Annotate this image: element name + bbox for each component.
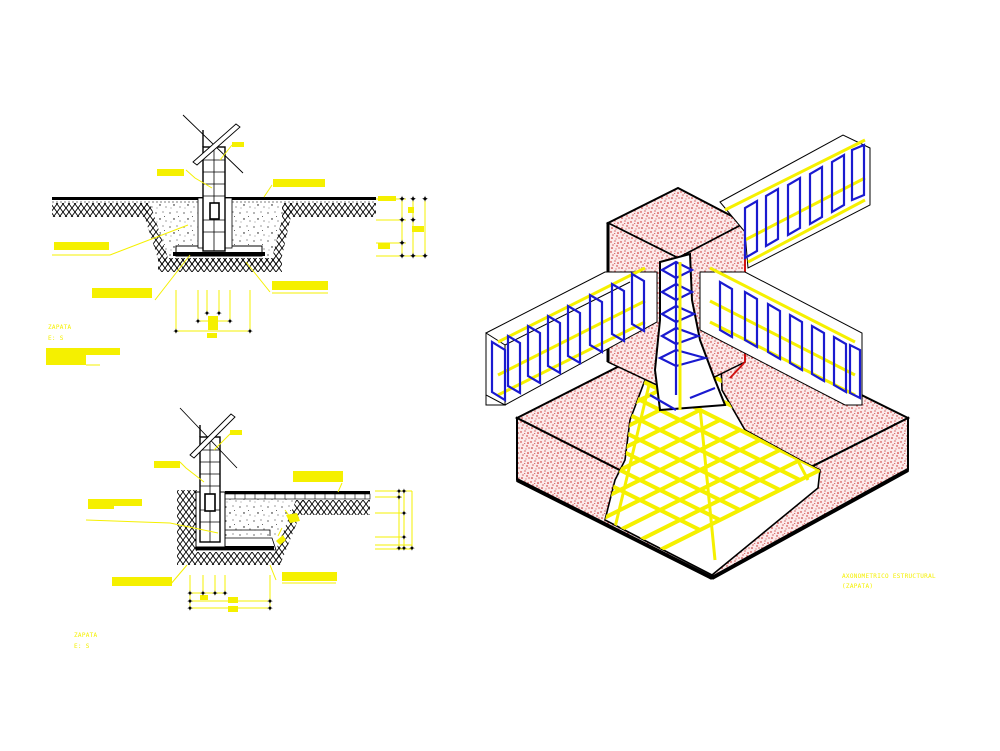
svg-text:✦: ✦ <box>398 216 406 226</box>
section-a-title: ZAPATA <box>48 324 72 331</box>
svg-text:✦: ✦ <box>396 544 403 553</box>
svg-text:✦: ✦ <box>421 195 429 205</box>
svg-text:✦: ✦ <box>409 544 416 553</box>
svg-text:✦: ✦ <box>227 317 234 326</box>
svg-text:✦: ✦ <box>222 589 229 598</box>
axonometric-subtitle: (ZAPATA) <box>842 583 874 590</box>
svg-text:✦: ✦ <box>396 487 403 496</box>
svg-text:✦: ✦ <box>204 309 211 318</box>
svg-text:✦: ✦ <box>396 493 403 502</box>
svg-text:✦: ✦ <box>409 216 417 226</box>
axonometric-drawing <box>485 134 911 580</box>
svg-text:✦: ✦ <box>247 327 254 336</box>
svg-text:✦: ✦ <box>173 327 180 336</box>
svg-text:✦: ✦ <box>409 252 417 262</box>
svg-text:✦: ✦ <box>267 597 274 606</box>
svg-text:✦: ✦ <box>195 317 202 326</box>
svg-text:✦: ✦ <box>401 509 408 518</box>
section-a-scale: E: S <box>48 335 64 342</box>
svg-text:✦: ✦ <box>398 239 406 249</box>
svg-text:✦: ✦ <box>187 597 194 606</box>
right-beam <box>699 266 863 406</box>
back-beam <box>719 134 871 269</box>
svg-text:✦: ✦ <box>421 252 429 262</box>
svg-text:✦: ✦ <box>401 533 408 542</box>
left-beam <box>485 266 658 406</box>
section-a-drawing: ✦✦✦ ✦✦ ✦ ✦✦✦ ✦✦ ✦✦ ✦✦ <box>46 114 429 366</box>
svg-text:✦: ✦ <box>267 604 274 613</box>
svg-text:✦: ✦ <box>401 544 408 553</box>
svg-text:✦: ✦ <box>200 589 207 598</box>
svg-text:✦: ✦ <box>187 604 194 613</box>
svg-text:✦: ✦ <box>216 309 223 318</box>
svg-text:✦: ✦ <box>187 589 194 598</box>
svg-text:✦: ✦ <box>401 487 408 496</box>
svg-text:✦: ✦ <box>212 589 219 598</box>
svg-text:✦: ✦ <box>409 195 417 205</box>
svg-text:✦: ✦ <box>398 252 406 262</box>
section-b-scale: E: S <box>74 643 90 650</box>
section-b-title: ZAPATA <box>74 632 98 639</box>
axonometric-title: AXONOMETRICO ESTRUCTURAL <box>842 573 936 580</box>
section-b-drawing: ✦✦ ✦ ✦ ✦ ✦✦✦ ✦✦✦✦ ✦✦ ✦✦ <box>85 407 416 613</box>
svg-text:✦: ✦ <box>398 195 406 205</box>
